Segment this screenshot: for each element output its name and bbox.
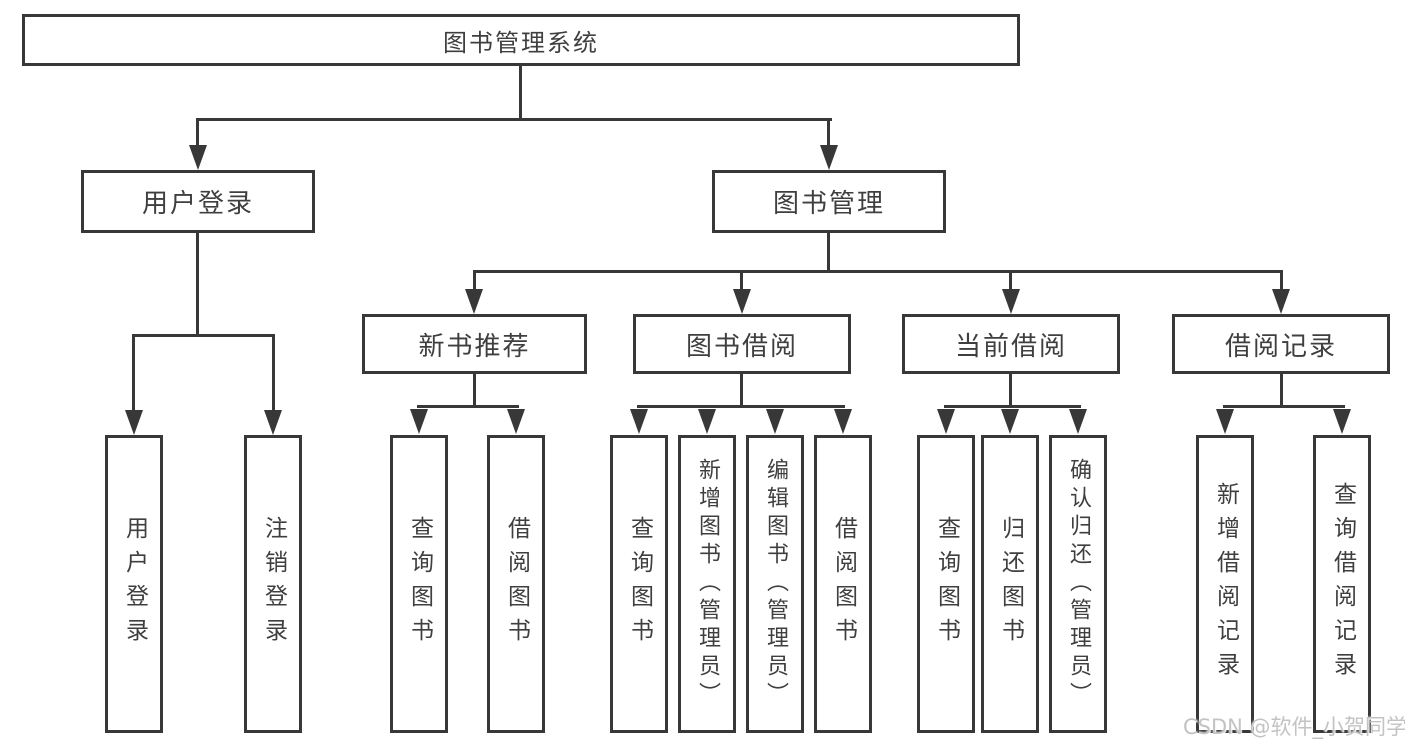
node-borrow-add-books-label: 新增图书（管理员） (695, 458, 720, 710)
node-book-mgmt: 图书管理 (712, 170, 946, 233)
node-leaf-user-login-label: 用户登录 (121, 516, 148, 652)
arrowhead-book-borrow (733, 289, 751, 314)
node-new-book-rec: 新书推荐 (362, 314, 587, 374)
arrowhead-records-query-record (1333, 409, 1351, 434)
connector-drop-leaf-logout (272, 334, 275, 414)
arrowhead-leaf-logout (264, 410, 282, 435)
node-leaf-logout: 注销登录 (244, 435, 302, 733)
node-borrow-query-books: 查询图书 (610, 435, 668, 733)
connector-level3-bar (473, 270, 1283, 273)
node-user-login-label: 用户登录 (141, 189, 254, 219)
node-current-return-books-label: 归还图书 (997, 516, 1024, 652)
connector-book-borrow-bar (637, 405, 845, 408)
node-book-borrow-label: 图书借阅 (685, 331, 798, 362)
node-rec-query-books: 查询图书 (390, 435, 448, 733)
connector-drop-book-borrow (740, 270, 743, 294)
node-borrow-add-books: 新增图书（管理员） (678, 435, 736, 733)
arrowhead-rec-query-books (410, 409, 428, 434)
node-user-login: 用户登录 (81, 170, 315, 233)
node-book-borrow: 图书借阅 (633, 314, 851, 374)
arrowhead-leaf-user-login (125, 410, 143, 435)
node-borrow-records: 借阅记录 (1172, 314, 1390, 374)
connector-drop-current-borrow (1009, 270, 1012, 294)
node-new-book-rec-label: 新书推荐 (418, 331, 531, 362)
arrowhead-current-return-books (1001, 409, 1019, 434)
connector-book-borrow-stem (740, 374, 743, 408)
connector-drop-leaf-user-login (132, 334, 135, 414)
connector-new-book-rec-stem (473, 374, 476, 408)
node-records-add-record: 新增借阅记录 (1196, 435, 1254, 733)
node-leaf-logout-label: 注销登录 (260, 516, 287, 652)
node-records-query-record: 查询借阅记录 (1313, 435, 1371, 733)
arrowhead-current-confirm-return (1069, 409, 1087, 434)
connector-drop-book-mgmt (827, 118, 830, 150)
node-records-query-record-label: 查询借阅记录 (1329, 482, 1356, 686)
arrowhead-borrow-add-books (698, 409, 716, 434)
node-borrow-borrow-books: 借阅图书 (814, 435, 872, 733)
arrowhead-user-login (189, 145, 207, 170)
node-current-confirm-return: 确认归还（管理员） (1049, 435, 1107, 733)
arrowhead-records-add-record (1216, 409, 1234, 434)
connector-current-borrow-stem (1009, 374, 1012, 408)
arrowhead-rec-borrow-books (507, 409, 525, 434)
connector-book-mgmt-stem (827, 233, 830, 273)
node-records-add-record-label: 新增借阅记录 (1212, 482, 1239, 686)
connector-user-login-stem (196, 233, 199, 337)
arrowhead-borrow-borrow-books (834, 409, 852, 434)
node-current-query-books-label: 查询图书 (933, 516, 960, 652)
arrowhead-new-book-rec (465, 289, 483, 314)
arrowhead-borrow-query-books (630, 409, 648, 434)
node-current-confirm-return-label: 确认归还（管理员） (1066, 458, 1091, 710)
connector-current-borrow-bar (944, 405, 1081, 408)
node-root: 图书管理系统 (22, 14, 1020, 66)
node-rec-borrow-books: 借阅图书 (487, 435, 545, 733)
connector-drop-new-book-rec (473, 270, 476, 294)
arrowhead-current-borrow (1002, 289, 1020, 314)
node-current-borrow: 当前借阅 (902, 314, 1120, 374)
node-borrow-edit-books-label: 编辑图书（管理员） (763, 458, 788, 710)
connector-new-book-rec-bar (417, 405, 519, 408)
node-root-label: 图书管理系统 (443, 28, 599, 57)
connector-root-stem (519, 66, 522, 120)
node-leaf-user-login: 用户登录 (105, 435, 163, 733)
node-current-query-books: 查询图书 (917, 435, 975, 733)
node-borrow-edit-books: 编辑图书（管理员） (746, 435, 804, 733)
arrowhead-borrow-records (1272, 289, 1290, 314)
node-current-return-books: 归还图书 (981, 435, 1039, 733)
csdn-watermark: CSDN @软件_小贺同学 (1183, 715, 1405, 739)
connector-user-login-bar (132, 334, 275, 337)
connector-drop-borrow-records (1280, 270, 1283, 294)
connector-level2-bar (196, 118, 832, 121)
node-borrow-records-label: 借阅记录 (1224, 331, 1337, 362)
arrowhead-borrow-edit-books (766, 409, 784, 434)
connector-borrow-records-bar (1223, 405, 1345, 408)
arrowhead-current-query-books (937, 409, 955, 434)
node-borrow-query-books-label: 查询图书 (626, 516, 653, 652)
node-current-borrow-label: 当前借阅 (954, 331, 1067, 362)
connector-borrow-records-stem (1280, 374, 1283, 408)
node-book-mgmt-label: 图书管理 (772, 189, 885, 219)
node-rec-borrow-books-label: 借阅图书 (503, 516, 530, 652)
node-borrow-borrow-books-label: 借阅图书 (830, 516, 857, 652)
node-rec-query-books-label: 查询图书 (406, 516, 433, 652)
connector-drop-user-login (196, 118, 199, 150)
arrowhead-book-mgmt (820, 145, 838, 170)
